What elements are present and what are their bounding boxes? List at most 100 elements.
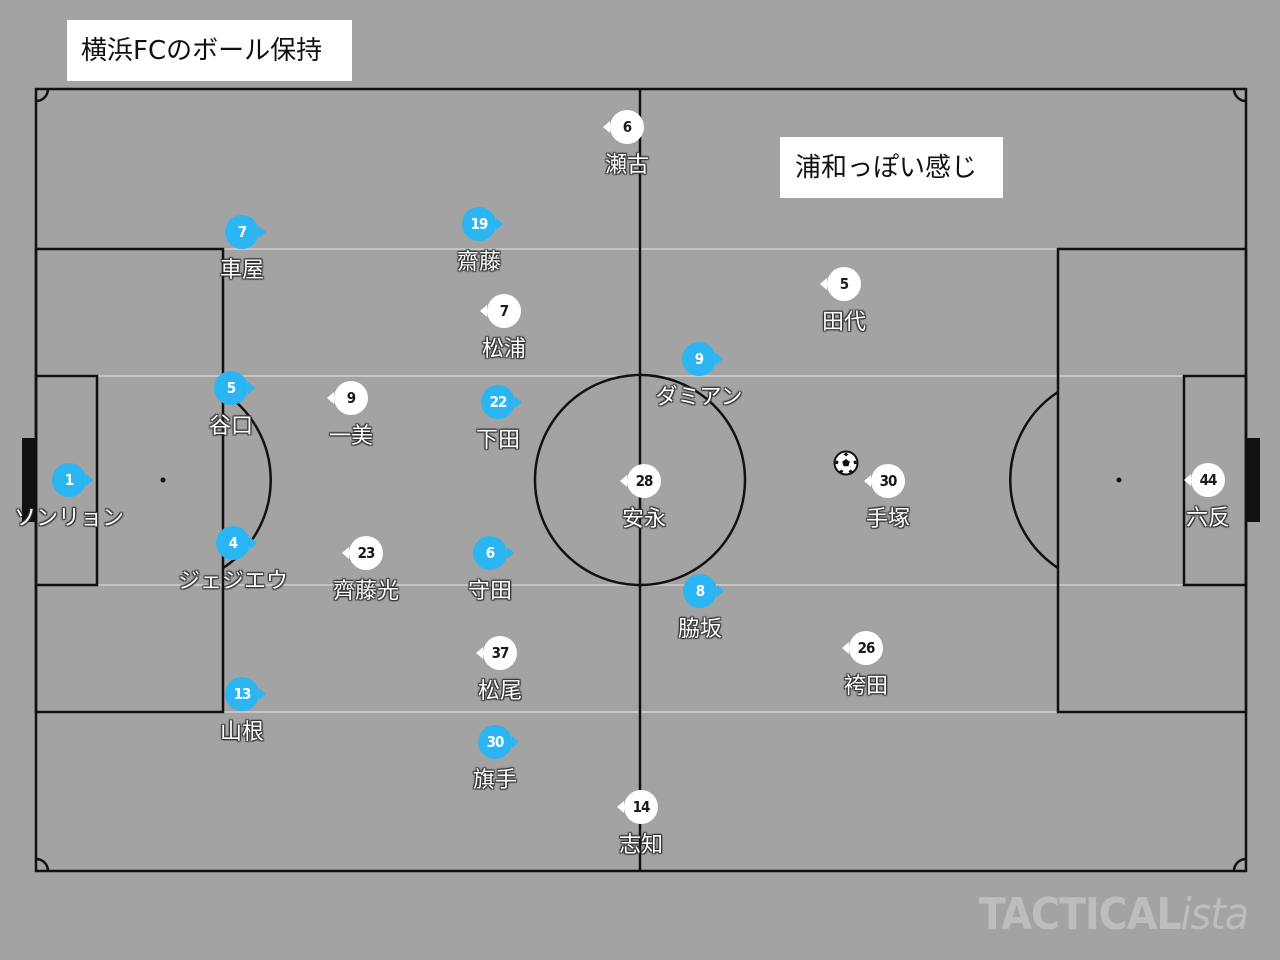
player-marker: 13 (225, 677, 266, 711)
player-name: 安永 (621, 507, 666, 532)
direction-arrow-icon (515, 396, 522, 408)
corner-arc (35, 88, 50, 103)
player-marker: 19 (462, 207, 503, 241)
player-marker: 14 (617, 790, 658, 824)
direction-arrow-icon (507, 547, 514, 559)
player-number: 4 (216, 526, 250, 560)
direction-arrow-icon (620, 475, 627, 487)
direction-arrow-icon (259, 226, 266, 238)
player-name: 志知 (618, 833, 663, 858)
player-number: 7 (225, 215, 259, 249)
direction-arrow-icon (820, 278, 827, 290)
player-marker: 28 (620, 464, 661, 498)
player-marker: 37 (476, 636, 517, 670)
direction-arrow-icon (864, 475, 871, 487)
direction-arrow-icon (1184, 474, 1191, 486)
player-name: 田代 (821, 310, 866, 335)
direction-arrow-icon (717, 585, 724, 597)
player-name: 手塚 (865, 507, 910, 532)
player-number: 30 (478, 725, 512, 759)
player-marker: 26 (842, 631, 883, 665)
direction-arrow-icon (259, 688, 266, 700)
player-name: 齊藤光 (332, 579, 399, 604)
player-number: 7 (487, 294, 521, 328)
player-number: 6 (610, 110, 644, 144)
player-marker: 22 (481, 385, 522, 419)
right-penalty-spot (1116, 477, 1122, 483)
player-number: 23 (349, 536, 383, 570)
player-marker: 6 (473, 536, 514, 570)
player-marker: 7 (480, 294, 521, 328)
player-number: 44 (1191, 463, 1225, 497)
left-penalty-spot (160, 477, 166, 483)
right-penalty-arc (1009, 390, 1059, 570)
player-marker: 5 (214, 371, 255, 405)
direction-arrow-icon (248, 382, 255, 394)
direction-arrow-icon (480, 305, 487, 317)
direction-arrow-icon (716, 353, 723, 365)
direction-arrow-icon (327, 392, 334, 404)
player-name: 齋藤 (456, 250, 501, 275)
corner-arc (1232, 88, 1247, 103)
direction-arrow-icon (476, 647, 483, 659)
corner-arc (35, 857, 50, 872)
center-circle (533, 373, 747, 587)
player-number: 26 (849, 631, 883, 665)
player-marker: 30 (864, 464, 905, 498)
left-goal (22, 438, 36, 522)
direction-arrow-icon (250, 537, 257, 549)
player-name: 山根 (219, 720, 264, 745)
player-marker: 30 (478, 725, 519, 759)
player-number: 13 (225, 677, 259, 711)
title-caption: 横浜FCのボール保持 (67, 20, 352, 81)
player-name: 下田 (475, 428, 520, 453)
player-marker: 5 (820, 267, 861, 301)
player-name: 車屋 (219, 258, 264, 283)
player-name: ダミアン (655, 385, 743, 410)
player-marker: 9 (327, 381, 368, 415)
ball-icon (833, 450, 859, 476)
player-name: 守田 (467, 579, 512, 604)
player-number: 19 (462, 207, 496, 241)
right-goal (1246, 438, 1260, 522)
watermark-logo: TACTICALista (978, 889, 1249, 940)
player-name: ソンリョン (13, 506, 124, 531)
player-number: 30 (871, 464, 905, 498)
player-marker: 6 (603, 110, 644, 144)
player-name: 袴田 (843, 674, 888, 699)
player-name: 松浦 (481, 337, 526, 362)
direction-arrow-icon (496, 218, 503, 230)
direction-arrow-icon (342, 547, 349, 559)
corner-arc (1232, 857, 1247, 872)
direction-arrow-icon (512, 736, 519, 748)
player-marker: 4 (216, 526, 257, 560)
player-name: 旗手 (472, 768, 517, 793)
player-name: 六反 (1185, 506, 1230, 531)
player-number: 5 (827, 267, 861, 301)
player-number: 1 (52, 463, 86, 497)
player-number: 9 (334, 381, 368, 415)
player-number: 28 (627, 464, 661, 498)
player-name: ジェジエウ (177, 569, 288, 594)
player-name: 瀬古 (604, 153, 649, 178)
player-number: 14 (624, 790, 658, 824)
player-number: 37 (483, 636, 517, 670)
player-number: 8 (683, 574, 717, 608)
player-number: 9 (682, 342, 716, 376)
note-caption: 浦和っぽい感じ (780, 137, 1003, 198)
player-marker: 23 (342, 536, 383, 570)
direction-arrow-icon (842, 642, 849, 654)
direction-arrow-icon (603, 121, 610, 133)
direction-arrow-icon (86, 474, 93, 486)
player-marker: 7 (225, 215, 266, 249)
player-name: 一美 (328, 424, 373, 449)
player-marker: 44 (1184, 463, 1225, 497)
direction-arrow-icon (617, 801, 624, 813)
player-name: 谷口 (208, 414, 253, 439)
player-number: 22 (481, 385, 515, 419)
player-name: 脇坂 (677, 617, 722, 642)
player-marker: 8 (683, 574, 724, 608)
player-name: 松尾 (477, 679, 522, 704)
player-marker: 1 (52, 463, 93, 497)
player-number: 6 (473, 536, 507, 570)
